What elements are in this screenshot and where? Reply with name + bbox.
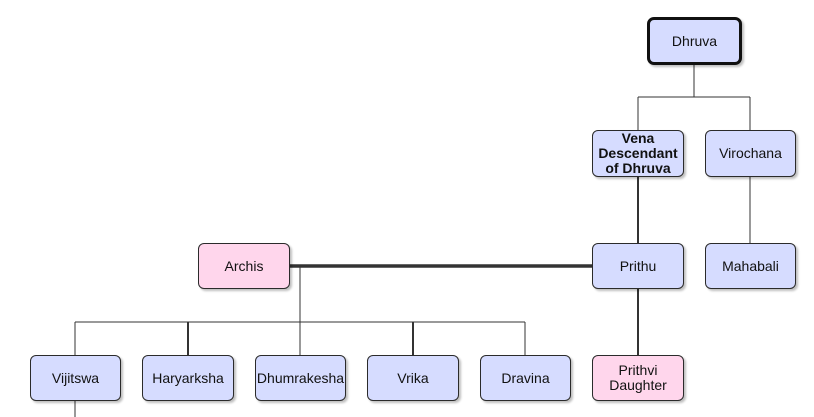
node-virochana[interactable]: Virochana <box>705 130 796 177</box>
node-mahabali-label: Mahabali <box>722 257 779 274</box>
node-vrika[interactable]: Vrika <box>367 355 459 401</box>
node-archis-label: Archis <box>224 257 264 274</box>
node-virochana-label: Virochana <box>719 145 782 161</box>
node-dhumrakesha[interactable]: Dhumrakesha <box>255 355 346 401</box>
node-prithu-label: Prithu <box>619 257 657 274</box>
node-haryarksha[interactable]: Haryarksha <box>142 355 234 401</box>
node-dravina-label: Dravina <box>501 369 550 386</box>
node-dhruva-label: Dhruva <box>671 32 718 49</box>
node-prithvi-label: Prithvi Daughter <box>609 362 667 393</box>
node-mahabali[interactable]: Mahabali <box>705 243 796 289</box>
node-archis[interactable]: Archis <box>198 243 290 289</box>
node-prithu[interactable]: Prithu <box>592 243 684 289</box>
node-vrika-label: Vrika <box>397 369 429 386</box>
node-vijitswa-label: Vijitswa <box>51 369 100 386</box>
node-dravina[interactable]: Dravina <box>480 355 571 401</box>
node-prithvi[interactable]: Prithvi Daughter <box>592 355 684 401</box>
node-haryarksha-label: Haryarksha <box>152 369 224 386</box>
node-dhumrakesha-label: Dhumrakesha <box>256 369 345 386</box>
node-vena-label: Vena Descendant of Dhruva <box>598 130 678 176</box>
node-vena[interactable]: Vena Descendant of Dhruva <box>592 130 684 177</box>
node-vijitswa[interactable]: Vijitswa <box>30 355 121 401</box>
node-dhruva[interactable]: Dhruva <box>647 17 742 65</box>
